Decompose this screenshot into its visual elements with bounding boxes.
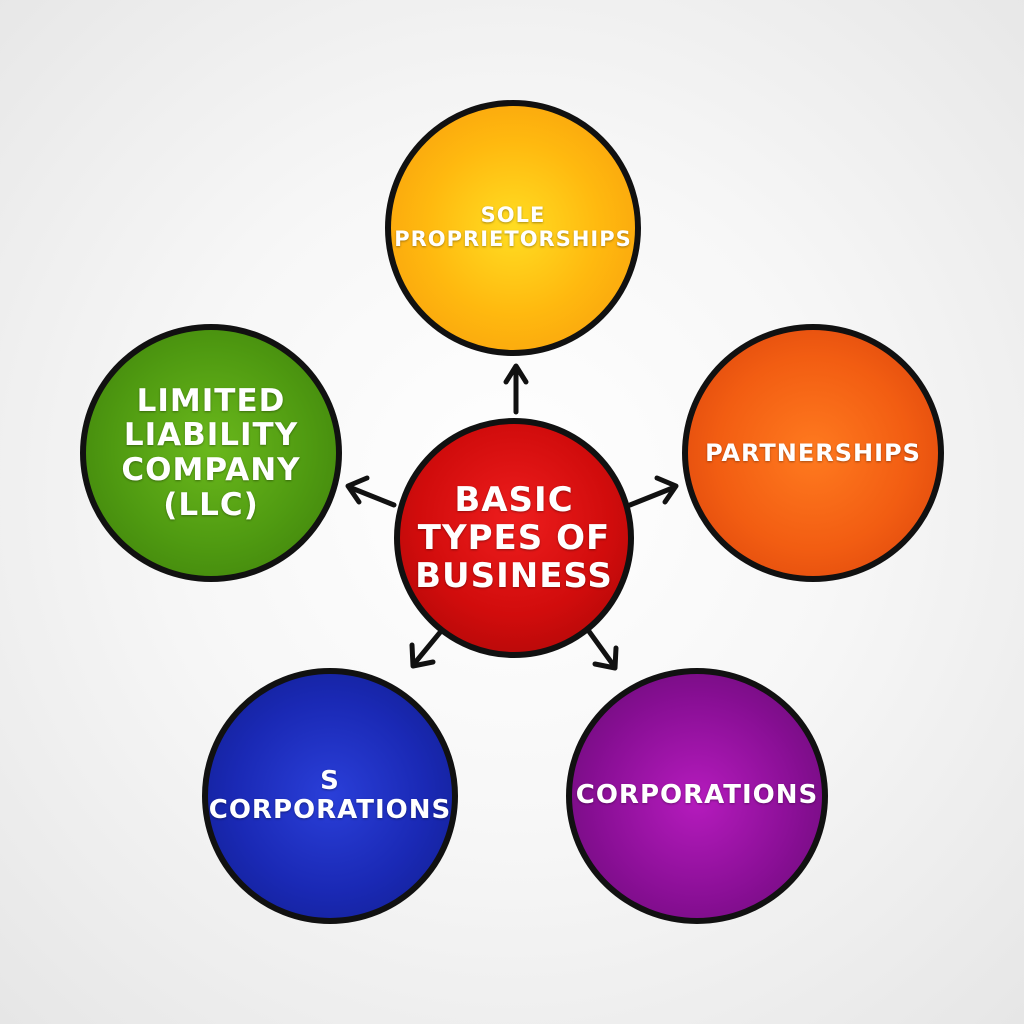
arrow-to-corporations	[585, 627, 619, 671]
llc-label: LIMITED LIABILITY COMPANY (LLC)	[121, 382, 301, 523]
sole-proprietorships-node: SOLE PROPRIETORSHIPS	[385, 100, 641, 356]
center-label: BASIC TYPES OF BUSINESS	[415, 479, 613, 597]
arrow-to-s-corporations	[409, 627, 445, 669]
s-corporations-label: S CORPORATIONS	[208, 765, 452, 825]
partnerships-label: PARTNERSHIPS	[705, 438, 921, 467]
arrow-to-sole	[503, 363, 529, 415]
arrow-to-partnerships	[627, 475, 679, 508]
arrow-to-llc	[345, 475, 397, 508]
basic-types-of-business-node: BASIC TYPES OF BUSINESS	[394, 418, 634, 658]
corporations-node: CORPORATIONS	[566, 668, 828, 924]
s-corporations-node: S CORPORATIONS	[202, 668, 458, 924]
corporations-label: CORPORATIONS	[575, 780, 819, 811]
sole-proprietorships-label: SOLE PROPRIETORSHIPS	[394, 203, 632, 251]
partnerships-node: PARTNERSHIPS	[682, 324, 944, 582]
llc-node: LIMITED LIABILITY COMPANY (LLC)	[80, 324, 342, 582]
